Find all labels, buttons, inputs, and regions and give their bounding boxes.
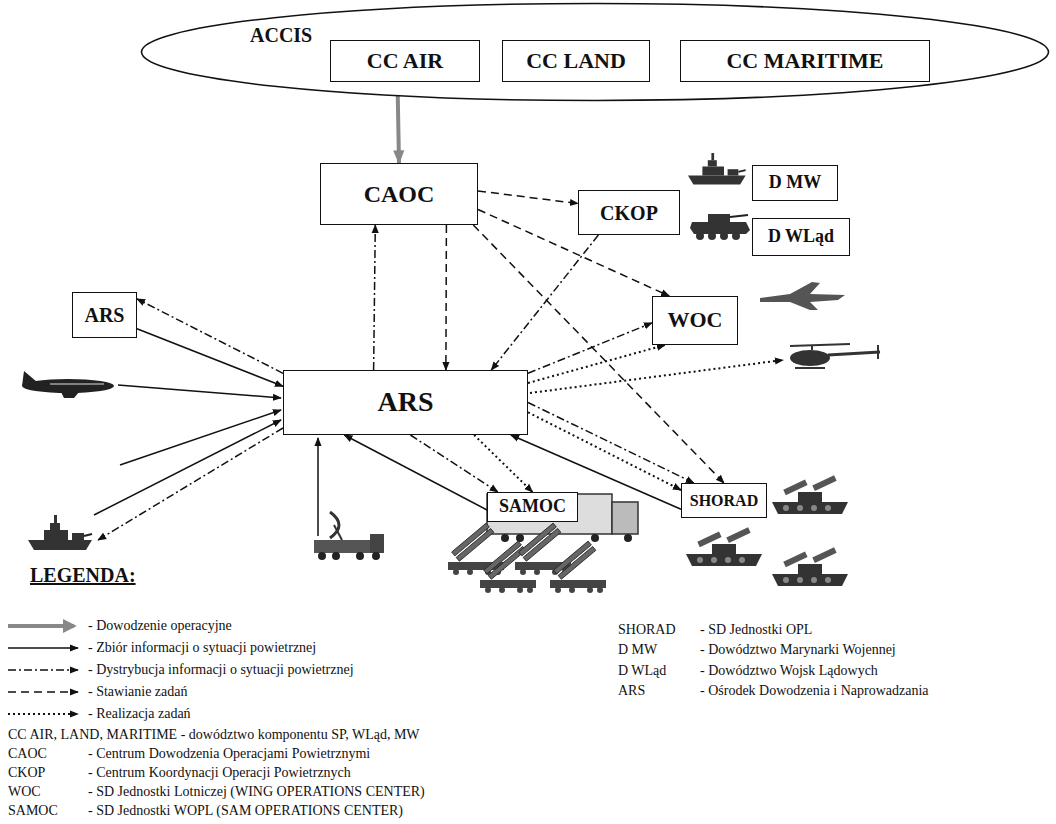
command-box: D WLąd (752, 218, 850, 256)
connector (344, 435, 487, 510)
centre-box: CAOC (320, 163, 478, 225)
abbreviation-definition: - Centrum Koordynacji Operacji Powietrzn… (88, 764, 351, 782)
missile-launcher (550, 541, 606, 593)
command-box: CC MARITIME (680, 40, 930, 82)
node-label: D WLąd (768, 227, 834, 247)
connector (474, 435, 532, 492)
missile-launcher (448, 523, 504, 575)
node-label: CKOP (600, 202, 658, 224)
node-label: CC LAND (526, 49, 626, 73)
abbreviation: ARS (618, 682, 645, 700)
legend-text: - Stawianie zadań (88, 683, 188, 701)
abbreviation-definition: - SD Jednostki OPL (700, 621, 812, 639)
connector (374, 225, 376, 370)
abbreviation-definition: - Dowództwo Wojsk Lądowych (700, 662, 878, 680)
connector (528, 345, 665, 383)
centre-box: ARS (72, 292, 137, 338)
centre-box: CKOP (578, 190, 680, 235)
connector (137, 329, 283, 387)
legend-text: - Dowodzenie operacyjne (88, 617, 232, 635)
node-label: ACCIS (250, 24, 312, 46)
radar-truck (314, 512, 384, 560)
centre-box: SHORAD (681, 483, 767, 518)
abbreviation: CKOP (8, 764, 45, 782)
connector (445, 225, 447, 370)
abbreviation-definition: - Dowództwo Marynarki Wojennej (700, 641, 896, 659)
air-defence-vehicle (686, 527, 762, 566)
ellipse-outline-shape (142, 4, 1049, 101)
connector (137, 299, 283, 373)
sensor-lines (94, 360, 783, 540)
command-box: CC AIR (330, 40, 480, 82)
abbreviation: D WLąd (618, 662, 666, 680)
connector (528, 412, 681, 490)
abbreviation-definition: CC AIR, LAND, MARITIME - dowództwo kompo… (8, 726, 420, 744)
node-label: CC AIR (367, 49, 443, 73)
abbreviation: SAMOC (8, 802, 58, 820)
centre-box: SAMOC (487, 492, 578, 522)
abbreviation: SHORAD (618, 621, 676, 639)
node-label: CAOC (364, 181, 435, 207)
abbreviation-definition: - SD Jednostki WOPL (SAM OPERATIONS CENT… (88, 802, 403, 820)
legend-text: - Realizacja zadań (88, 705, 191, 723)
fighter-jet (760, 282, 845, 310)
node-label: D MW (769, 173, 822, 193)
centre-box: WOC (652, 296, 738, 345)
abbreviation-definition: - Centrum Dowodzenia Operacjami Powietrz… (88, 745, 370, 763)
main-centre-box: ARS (283, 370, 528, 435)
transport-aircraft (22, 371, 114, 398)
command-box: CC LAND (502, 40, 650, 82)
abbreviation: CAOC (8, 745, 47, 763)
ship-icon (688, 153, 746, 185)
legend-title: LEGENDA: (30, 563, 136, 587)
connector (528, 403, 694, 484)
node-label: ARS (377, 387, 433, 418)
node-label: CC MARITIME (726, 49, 883, 73)
air-defence-vehicle (772, 475, 848, 514)
abbreviation-definition: - SD Jednostki Lotniczej (WING OPERATION… (88, 783, 425, 801)
system-ellipse: ACCIS CC AIR CC LAND CC MARITIME (140, 2, 1050, 102)
node-label: SHORAD (690, 492, 758, 510)
air-defence-vehicle (772, 547, 848, 586)
connector (410, 435, 498, 492)
connector (473, 225, 724, 483)
command-box: D MW (752, 165, 838, 201)
node-label: WOC (668, 308, 723, 332)
connector (491, 235, 598, 370)
connector (478, 191, 578, 204)
connector (528, 323, 652, 373)
helicopter (790, 344, 880, 368)
legend-samples (8, 626, 78, 714)
armoured-vehicle (690, 214, 750, 240)
legend-text: - Dystrybucja informacji o sytuacji powi… (88, 661, 354, 679)
abbreviation: WOC (8, 783, 41, 801)
node-label: SAMOC (499, 497, 566, 517)
node-label: ARS (84, 304, 124, 326)
abbreviation: D MW (618, 641, 657, 659)
abbreviation-definition: - Ośrodek Dowodzenia i Naprowadzania (700, 682, 929, 700)
legend-text: - Zbiór informacji o sytuacji powietrzne… (88, 639, 316, 657)
ship-icon (28, 515, 92, 550)
